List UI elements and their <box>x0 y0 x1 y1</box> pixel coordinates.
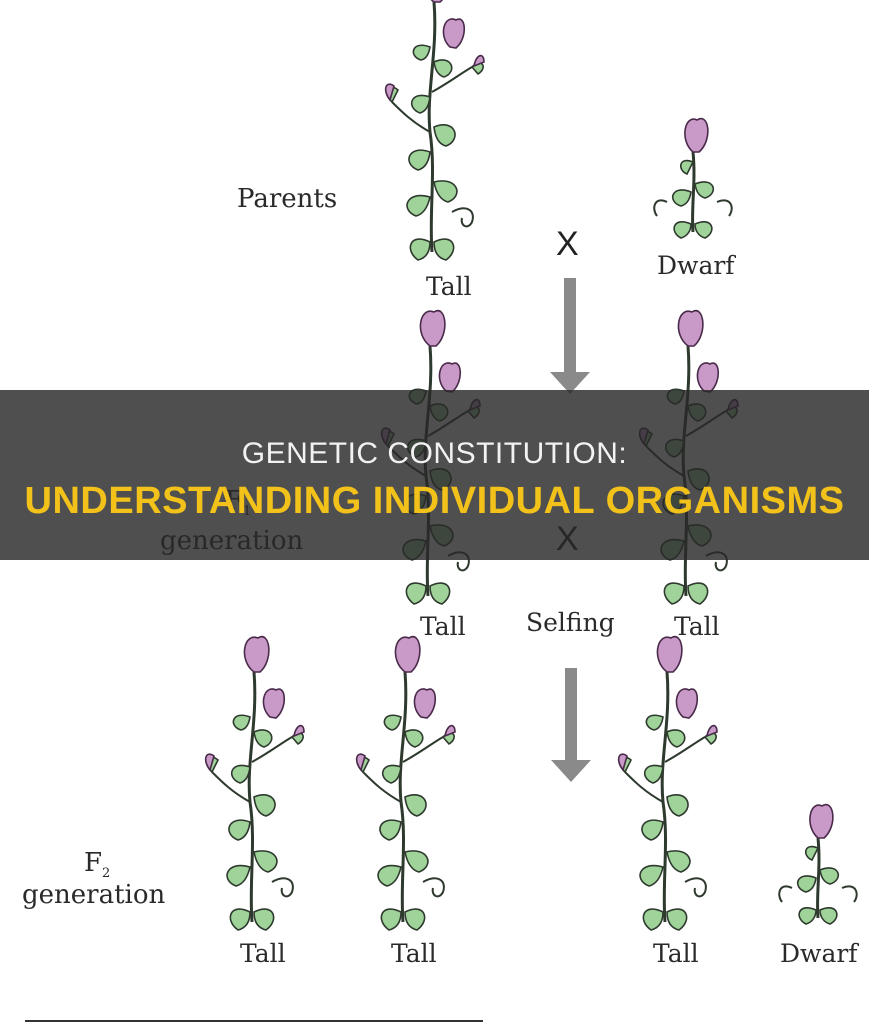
banner-title-line2: UNDERSTANDING INDIVIDUAL ORGANISMS <box>24 480 845 522</box>
f2-letter: F <box>84 848 103 878</box>
f2-dwarf-label: Dwarf <box>780 939 858 968</box>
parents-cross-symbol: X <box>556 225 579 263</box>
title-banner <box>0 390 869 560</box>
parent-dwarf-label: Dwarf <box>657 251 735 280</box>
f2-generation-word: generation <box>22 880 166 910</box>
arrow-f1-to-f2 <box>551 668 591 782</box>
f2-tall-plant-1 <box>204 635 306 932</box>
f1-tall-label-right: Tall <box>674 612 720 641</box>
parents-label: Parents <box>237 184 338 214</box>
f2-tall-plant-2 <box>355 635 457 932</box>
parent-tall-label: Tall <box>426 272 472 301</box>
f2-tall-label-3: Tall <box>653 939 699 968</box>
f2-tall-label-2: Tall <box>391 939 437 968</box>
f2-label: F2 <box>84 848 110 881</box>
banner-title-line1: GENETIC CONSTITUTION: <box>241 437 628 470</box>
arrow-parents-to-f1 <box>550 278 590 394</box>
f1-tall-label-left: Tall <box>420 612 466 641</box>
bottom-divider <box>25 1020 483 1022</box>
parent-tall-plant <box>384 0 486 262</box>
selfing-label: Selfing <box>526 608 615 637</box>
f2-tall-plant-3 <box>617 635 719 932</box>
f2-subscript: 2 <box>102 866 111 881</box>
f2-dwarf-plant <box>777 803 859 926</box>
parent-dwarf-plant <box>652 117 734 240</box>
f2-tall-label-1: Tall <box>240 939 286 968</box>
